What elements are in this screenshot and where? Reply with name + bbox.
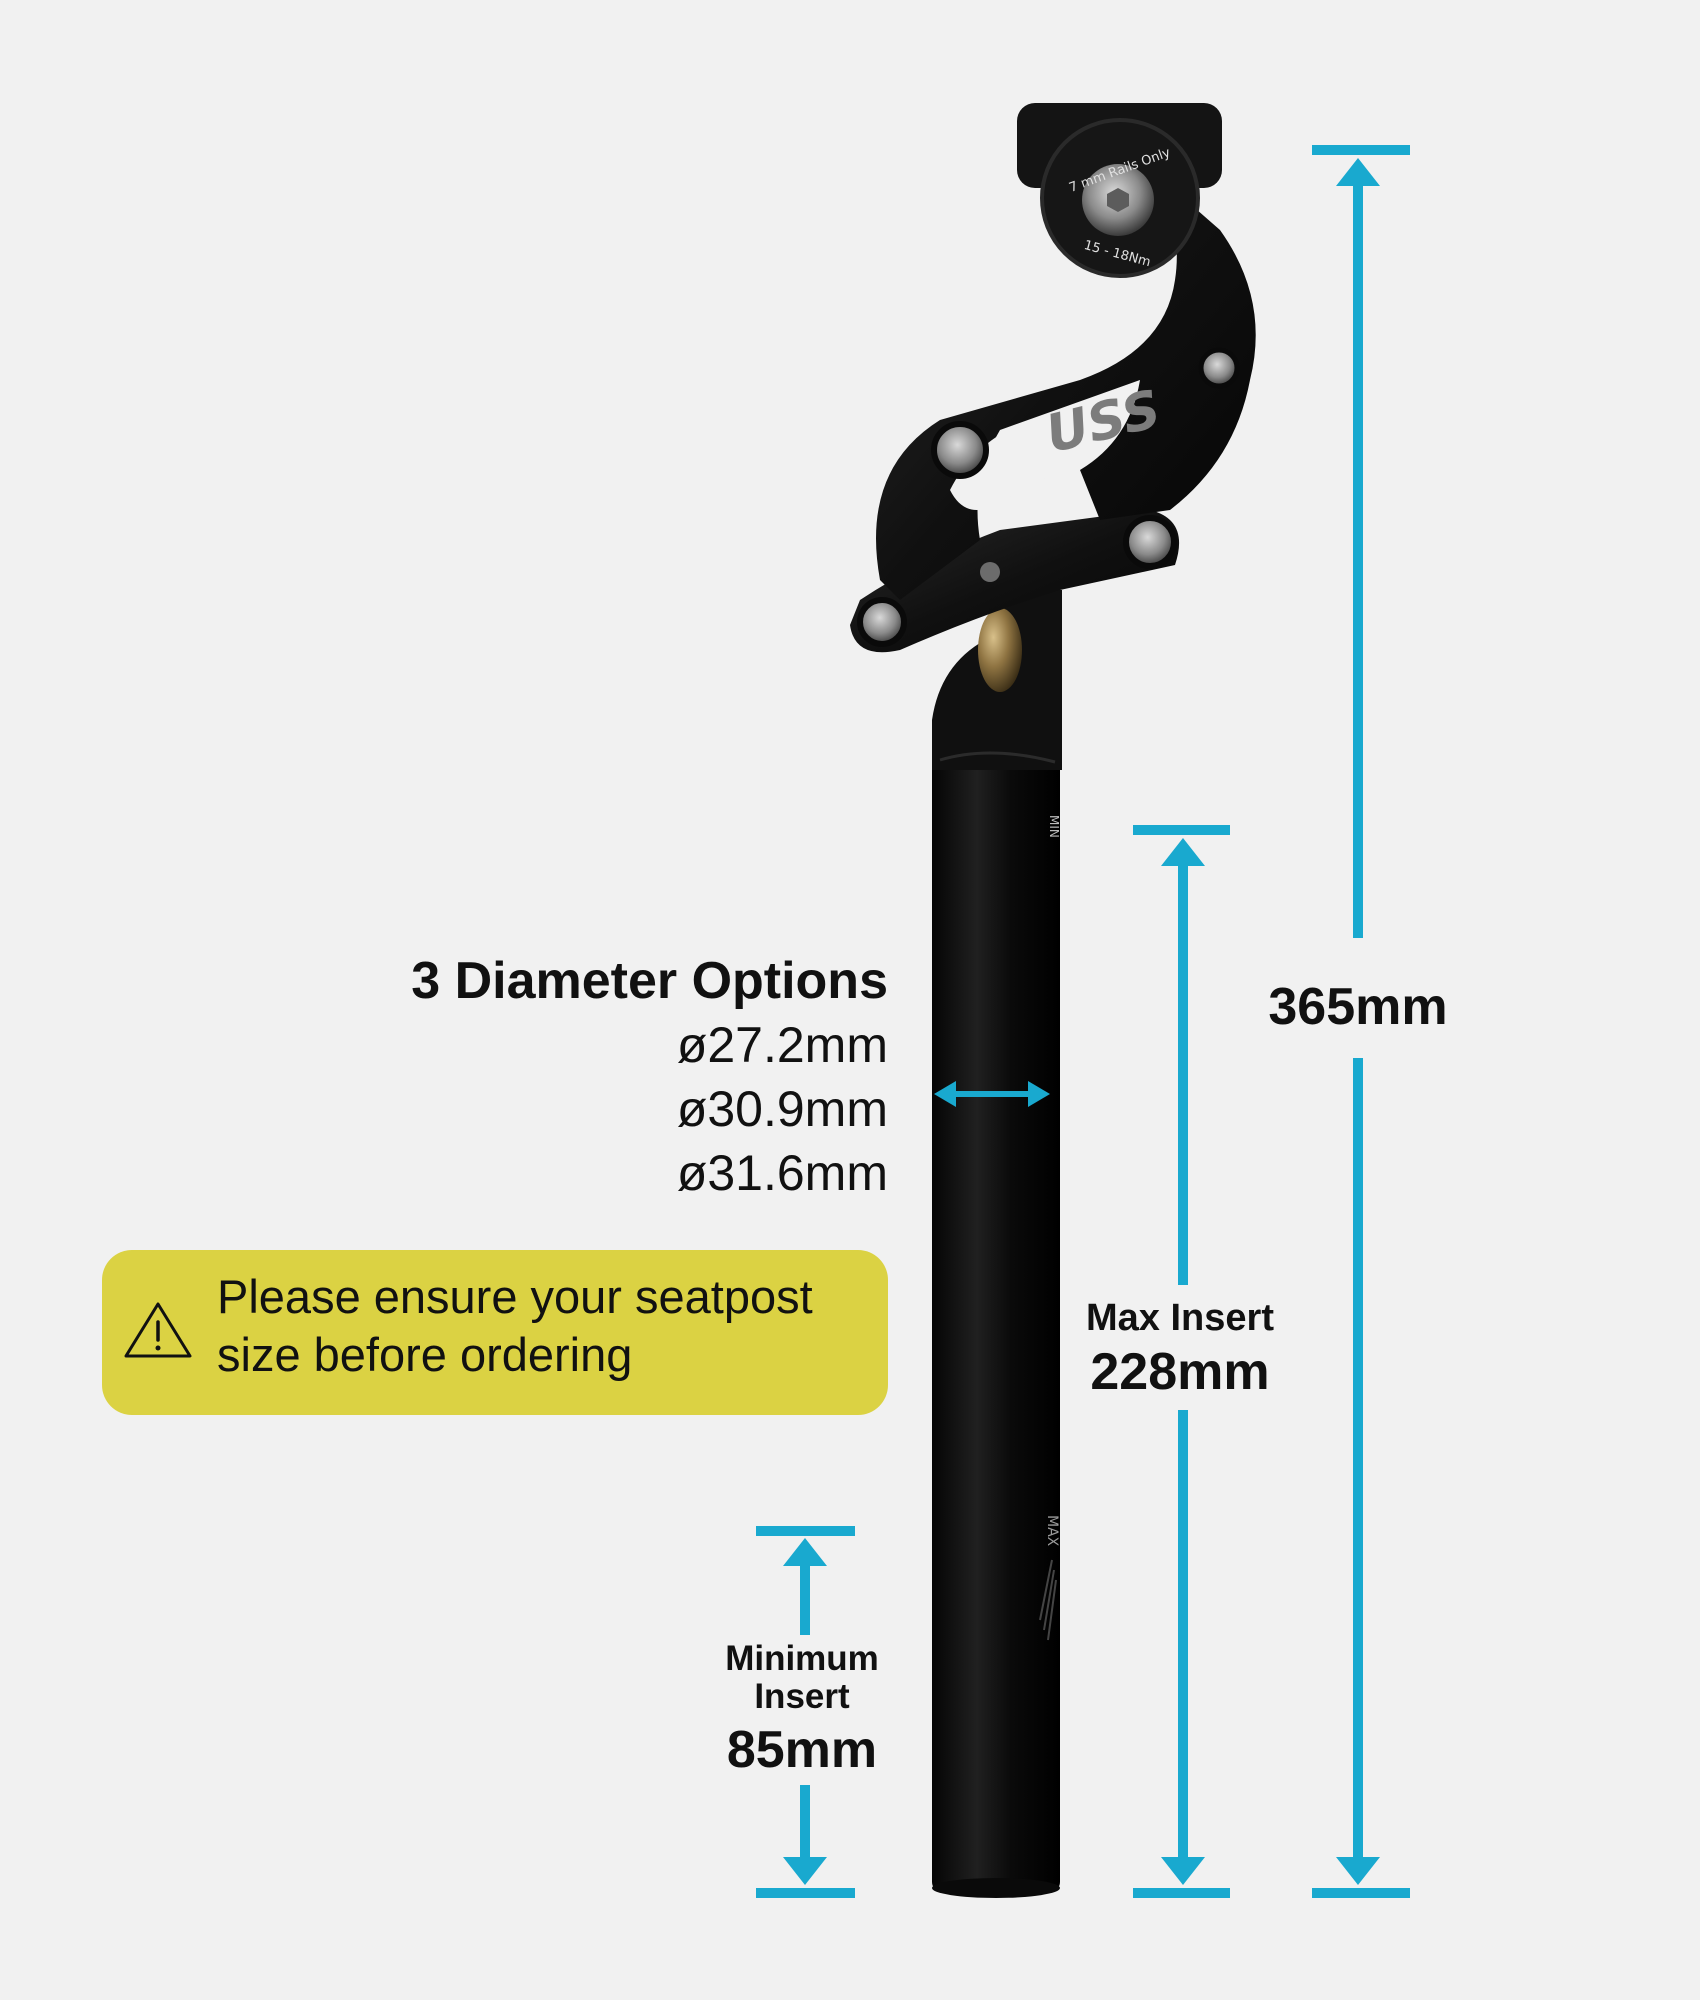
dimension-total-line — [1312, 145, 1410, 1898]
clamp-bolt-hex — [1107, 188, 1129, 212]
pivot-bolt-upper-right — [1198, 347, 1240, 389]
seatpost-tube — [932, 760, 1060, 1892]
min-insert-label-line-2: Insert — [754, 1677, 850, 1716]
pivot-bolt-lower — [857, 597, 907, 647]
dimension-min-insert-line — [756, 1526, 855, 1898]
diameter-options-title: 3 Diameter Options — [411, 952, 888, 1010]
linkage-lower-arm — [850, 510, 1180, 653]
diameter-arrow — [934, 1081, 1050, 1107]
warning-text-line-2: size before ordering — [217, 1328, 633, 1381]
shock-cylinder — [978, 608, 1022, 692]
diameter-option-2: ø30.9mm — [676, 1081, 888, 1137]
pivot-bolt-center — [1123, 515, 1177, 569]
seatpost-product: MIN MAX USS 7 mm Rails Only 15 - 18Nm — [850, 103, 1256, 1898]
diameter-option-1: ø27.2mm — [676, 1017, 888, 1073]
total-length-label: 365mm — [1262, 972, 1454, 1042]
diameter-option-3: ø31.6mm — [676, 1145, 888, 1201]
min-insert-label-line-1: Minimum — [725, 1639, 879, 1678]
tube-bottom-cap — [932, 1878, 1060, 1898]
tube-marking-bottom: MAX — [1044, 1515, 1060, 1547]
warning-icon — [124, 1302, 192, 1358]
linkage-cutout — [950, 395, 1110, 510]
min-insert-value: 85mm — [726, 1721, 878, 1779]
warning-text-line-1: Please ensure your seatpost — [217, 1270, 813, 1323]
max-insert-value: 228mm — [1090, 1343, 1270, 1401]
pivot-pin-small — [980, 562, 1000, 582]
size-warning-notice: Please ensure your seatpost size before … — [102, 1250, 888, 1415]
warning-text: Please ensure your seatpost size before … — [217, 1268, 867, 1384]
pivot-bolt-upper-left — [931, 421, 989, 479]
tube-marking-top: MIN — [1047, 815, 1061, 838]
min-insert-label: Minimum Insert — [725, 1640, 879, 1716]
dimension-max-insert-line — [1133, 825, 1230, 1898]
max-insert-label: Max Insert — [1086, 1297, 1274, 1339]
